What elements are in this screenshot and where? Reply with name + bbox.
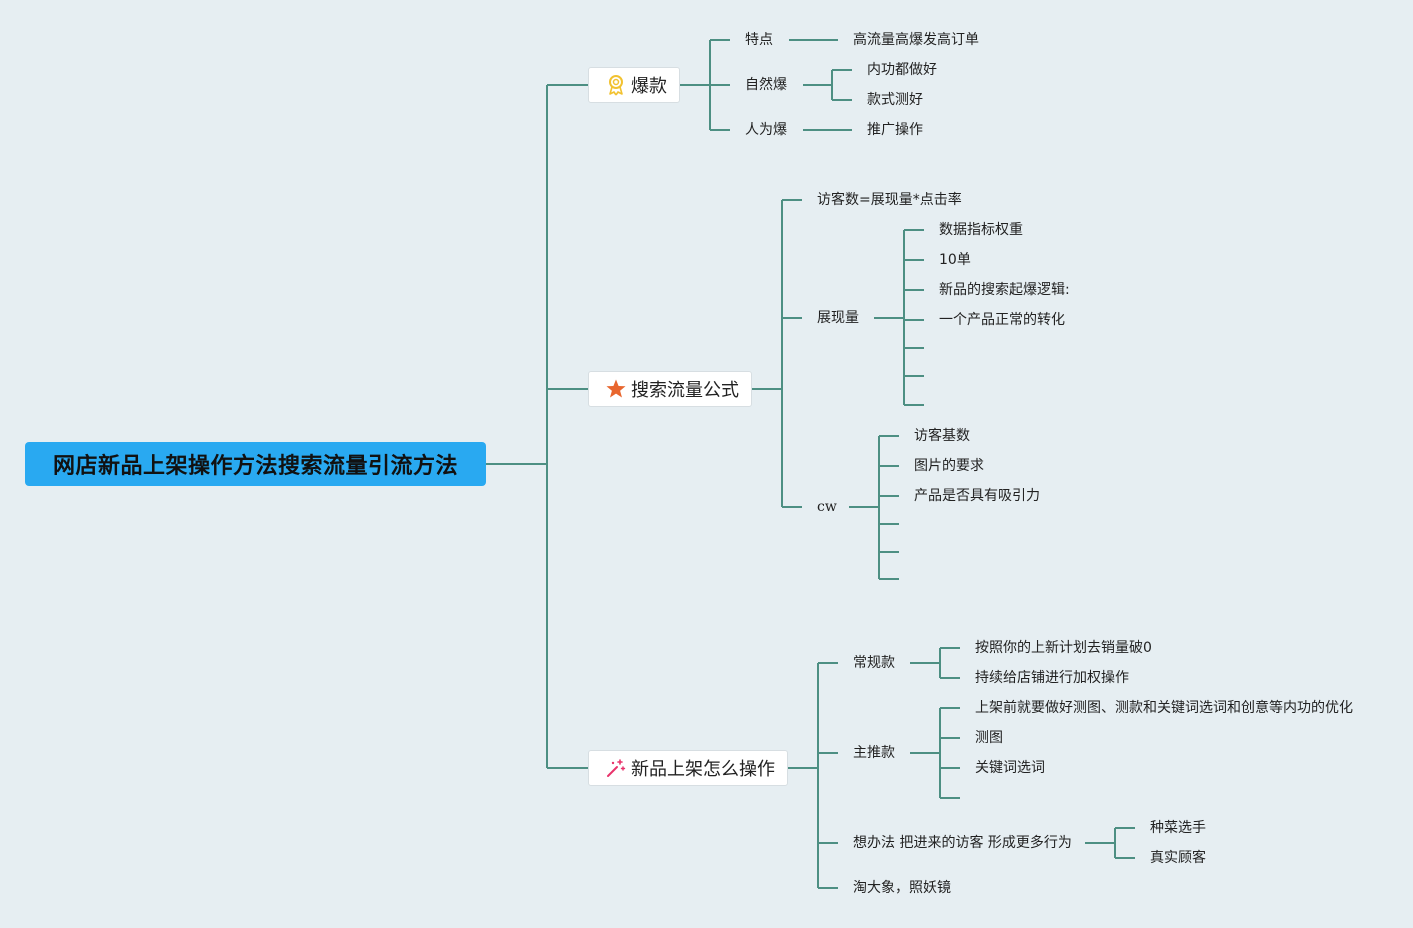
connector-branch-3: [788, 662, 838, 889]
connector-root: [486, 84, 588, 769]
connector-branch-1-sub: [789, 39, 852, 131]
magic-wand-icon: [605, 757, 627, 779]
node-tools[interactable]: 淘大象，照妖镜: [853, 880, 951, 896]
node-visitor-behavior-1[interactable]: 种菜选手: [1150, 820, 1206, 836]
node-cw-3[interactable]: 产品是否具有吸引力: [914, 488, 1040, 504]
node-cw[interactable]: cw: [817, 499, 837, 515]
node-feature[interactable]: 特点: [745, 32, 773, 48]
connector-branch-1: [679, 39, 730, 131]
node-impressions-2[interactable]: 10单: [939, 252, 971, 268]
star-icon: [605, 378, 627, 400]
node-impressions-1[interactable]: 数据指标权重: [939, 222, 1023, 238]
node-cw-2[interactable]: 图片的要求: [914, 458, 984, 474]
node-visitor-behavior-2[interactable]: 真实顾客: [1150, 850, 1206, 866]
node-main-item-1[interactable]: 上架前就要做好测图、测款和关键词选词和创意等内功的优化: [975, 700, 1353, 716]
branch-label: 新品上架怎么操作: [631, 759, 775, 780]
connector-branch-2-impressions: [874, 229, 924, 406]
connector-branch-3-regular: [910, 647, 960, 679]
node-manual-hot-1[interactable]: 推广操作: [867, 122, 923, 138]
branch-label: 搜索流量公式: [631, 380, 739, 401]
node-visitor-formula[interactable]: 访客数=展现量*点击率: [817, 192, 962, 208]
branch-label: 爆款: [631, 76, 667, 97]
node-manual-hot[interactable]: 人为爆: [745, 122, 787, 138]
node-main-item-3[interactable]: 关键词选词: [975, 760, 1045, 776]
connector-branch-2: [751, 199, 802, 508]
branch-hot-item[interactable]: 爆款: [588, 67, 680, 103]
medal-icon: [605, 74, 627, 96]
branch-search-traffic-formula[interactable]: 搜索流量公式: [588, 371, 752, 407]
node-regular-item[interactable]: 常规款: [853, 655, 895, 671]
node-cw-1[interactable]: 访客基数: [914, 428, 970, 444]
node-impressions-4[interactable]: 一个产品正常的转化: [939, 312, 1065, 328]
branch-new-listing[interactable]: 新品上架怎么操作: [588, 750, 788, 786]
root-topic-label: 网店新品上架操作方法搜索流量引流方法: [52, 454, 458, 479]
connector-branch-3-main: [910, 707, 960, 799]
node-main-item[interactable]: 主推款: [853, 745, 895, 761]
node-natural-hot-2[interactable]: 款式测好: [867, 92, 923, 108]
node-regular-item-1[interactable]: 按照你的上新计划去销量破0: [975, 640, 1152, 656]
connector-branch-2-cw: [849, 435, 899, 580]
root-topic[interactable]: 网店新品上架操作方法搜索流量引流方法: [25, 442, 486, 486]
node-natural-hot[interactable]: 自然爆: [745, 77, 787, 93]
node-impressions-3[interactable]: 新品的搜索起爆逻辑:: [939, 282, 1070, 298]
node-feature-detail[interactable]: 高流量高爆发高订单: [853, 32, 979, 48]
node-visitor-behavior[interactable]: 想办法 把进来的访客 形成更多行为: [853, 835, 1072, 851]
connector-branch-3-visitors: [1085, 827, 1135, 859]
node-impressions[interactable]: 展现量: [817, 310, 859, 326]
node-regular-item-2[interactable]: 持续给店铺进行加权操作: [975, 670, 1129, 686]
node-natural-hot-1[interactable]: 内功都做好: [867, 62, 937, 78]
node-main-item-2[interactable]: 测图: [975, 730, 1003, 746]
